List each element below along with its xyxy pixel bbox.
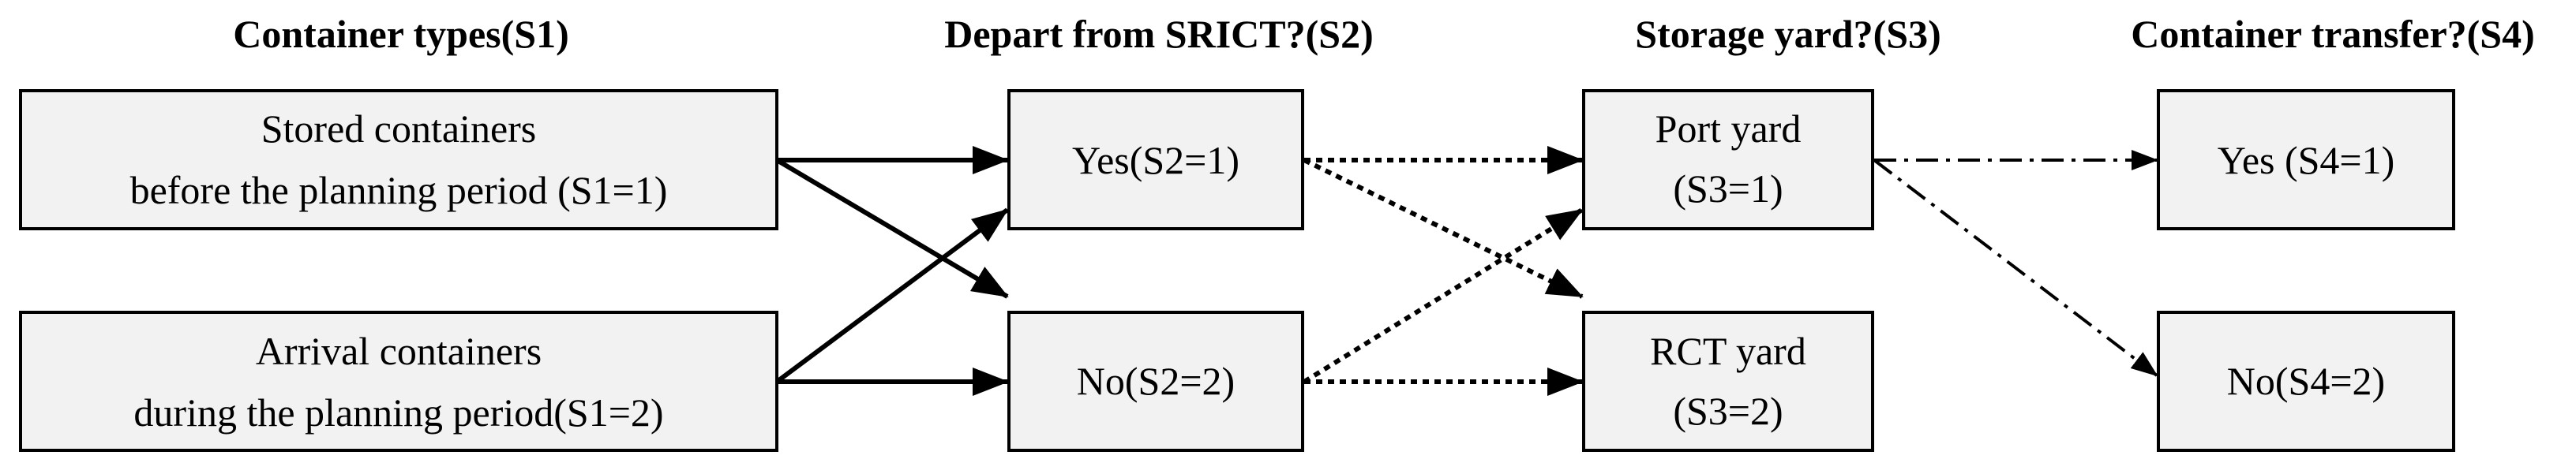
header-s2: Depart from SRICT?(S2) [944, 12, 1373, 56]
header-s3: Storage yard?(S3) [1635, 12, 1940, 56]
node-stored-containers: Stored containers before the planning pe… [19, 89, 778, 230]
arrow-no-to-port [1303, 207, 1584, 384]
arrow-port-to-transfer-no [1873, 159, 2158, 377]
node-port-yard-line2: (S3=1) [1673, 166, 1783, 211]
node-port-yard: Port yard (S3=1) [1582, 89, 1874, 230]
node-port-yard-line1: Port yard [1655, 106, 1802, 151]
node-s4-no: No(S4=2) [2157, 311, 2455, 452]
node-s2-yes-label: Yes(S2=1) [1072, 138, 1239, 182]
node-rct-yard-line2: (S3=2) [1673, 389, 1783, 433]
arrow-yes-to-rct [1303, 158, 1584, 299]
node-arrival-line2: during the planning period(S1=2) [133, 390, 663, 435]
arrow-stored-to-no [775, 158, 1009, 299]
node-rct-yard: RCT yard (S3=2) [1582, 311, 1874, 452]
header-s1: Container types(S1) [233, 12, 568, 56]
node-arrival-containers: Arrival containers during the planning p… [19, 311, 778, 452]
node-s2-no: No(S2=2) [1007, 311, 1304, 452]
node-arrival-line1: Arrival containers [256, 329, 542, 373]
arrow-arrival-to-yes [775, 207, 1009, 384]
node-s4-no-label: No(S4=2) [2227, 359, 2385, 403]
node-rct-yard-line1: RCT yard [1650, 329, 1806, 373]
header-s4: Container transfer?(S4) [2131, 12, 2535, 56]
node-s2-yes: Yes(S2=1) [1007, 89, 1304, 230]
node-s4-yes-label: Yes (S4=1) [2218, 138, 2395, 182]
node-s2-no-label: No(S2=2) [1077, 359, 1235, 403]
node-s4-yes: Yes (S4=1) [2157, 89, 2455, 230]
node-stored-line2: before the planning period (S1=1) [130, 168, 668, 212]
node-stored-line1: Stored containers [261, 106, 537, 151]
